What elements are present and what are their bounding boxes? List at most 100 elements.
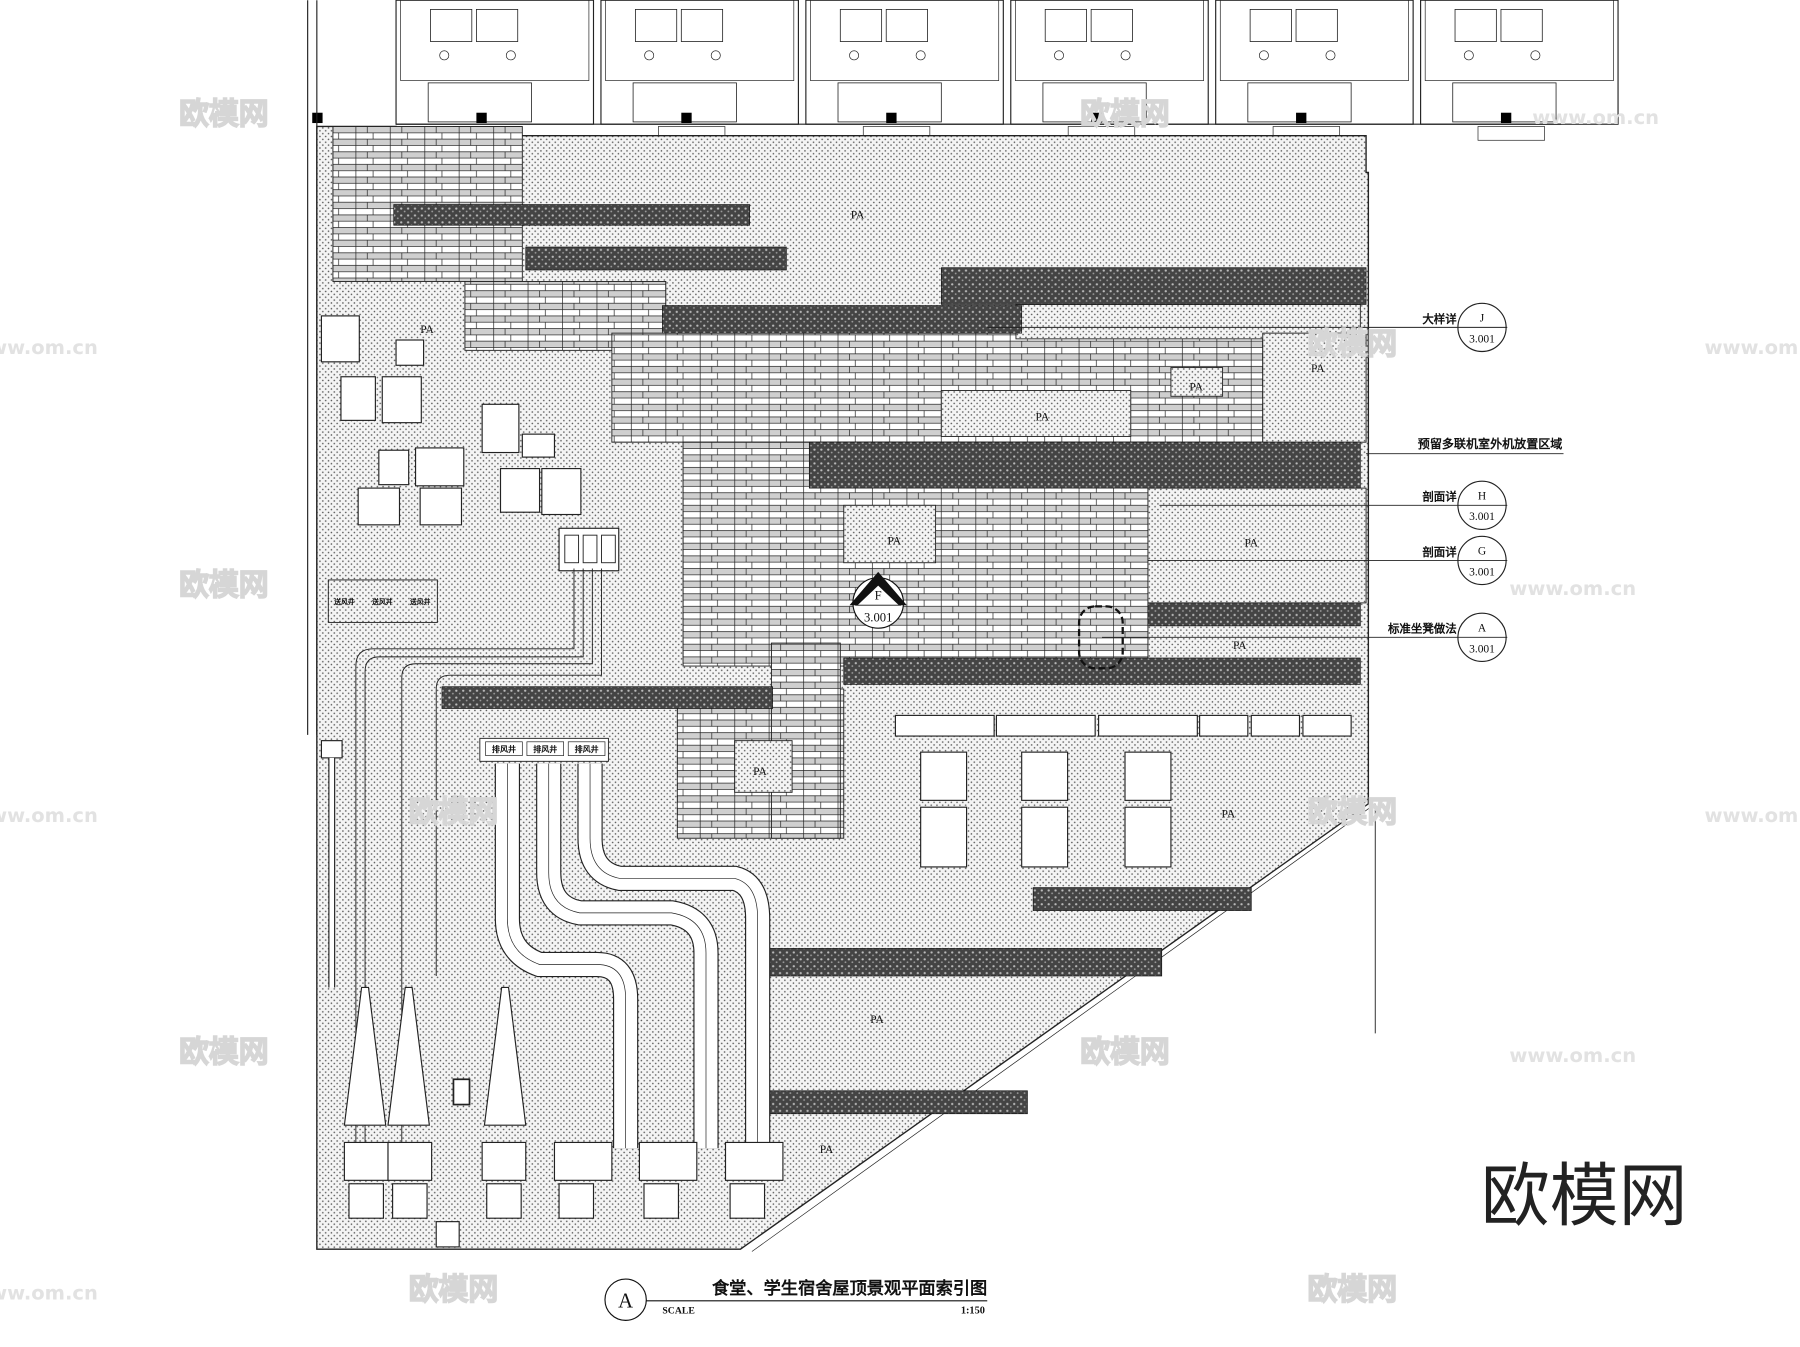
watermark-brand: 欧模网 — [179, 568, 268, 603]
supply-shaft-group — [327, 579, 438, 623]
vrf-note-text: 预留多联机室外机放置区域 — [1418, 436, 1563, 451]
condenser-rack — [1302, 714, 1352, 737]
callout-letter: H — [1478, 491, 1486, 503]
gravel-strip — [940, 267, 1367, 305]
bed-icon — [634, 9, 678, 42]
dorm-unit — [600, 0, 799, 141]
ac-outdoor-unit — [1021, 751, 1069, 801]
gravel-planting-strips — [393, 204, 1367, 1115]
watermark-brand: 欧模网 — [179, 1035, 268, 1070]
duct — [355, 568, 575, 1149]
area-label-pa: PA — [1222, 809, 1236, 821]
bed-icon — [1454, 9, 1497, 42]
pa-paving-pad — [1170, 367, 1224, 397]
column — [1500, 112, 1512, 124]
gravel-strip — [441, 686, 773, 709]
section-marker-f: F 3.001 — [849, 571, 907, 629]
chair-icon — [1258, 50, 1269, 61]
duct — [507, 763, 626, 1149]
hvac-unit — [340, 376, 376, 421]
supply-shaft-label: 送风井 — [371, 597, 393, 606]
gravel-strip — [393, 204, 750, 226]
watermark-url: www.om.cn — [1704, 804, 1800, 827]
dorm-unit — [1215, 0, 1414, 141]
condenser-rack — [1250, 714, 1301, 737]
watermark-url: www.om.cn — [1509, 577, 1636, 600]
area-label-pa: PA — [1189, 382, 1203, 394]
hvac-unit — [521, 433, 556, 458]
tile-paving — [611, 332, 1264, 443]
watermark-brand: 欧模网 — [179, 97, 268, 132]
bed-icon — [839, 9, 883, 42]
fan-icon — [601, 534, 616, 564]
vrf-note: 预留多联机室外机放置区域 — [1366, 436, 1564, 455]
gravel-strip — [808, 441, 1361, 489]
title-index-letter: A — [618, 1291, 633, 1313]
gravel-strip — [525, 246, 787, 271]
motor-unit — [558, 1183, 595, 1219]
scale-value: 1:150 — [961, 1305, 985, 1316]
callout-letter: G — [1478, 546, 1486, 558]
paving-tile-areas — [332, 126, 1367, 839]
bed-icon — [1090, 9, 1133, 42]
chair-icon — [849, 50, 860, 61]
bed-icon — [430, 9, 473, 42]
hvac-unit — [419, 487, 463, 526]
bench-callout-outline — [1077, 605, 1124, 670]
bed-icon — [680, 9, 724, 42]
watermark-url: www.om.cn — [1532, 106, 1659, 129]
hvac-unit — [499, 468, 541, 513]
duct — [401, 568, 593, 1149]
bed-icon — [1295, 9, 1338, 42]
hvac-unit — [320, 315, 360, 363]
drain — [435, 1221, 460, 1248]
gravel-strip — [1032, 887, 1252, 911]
bed-icon — [1500, 9, 1543, 42]
callout-letter: J — [1480, 313, 1485, 325]
motor-unit — [486, 1183, 522, 1219]
exhaust-shaft-label: 排风井 — [492, 744, 516, 754]
area-label-pa: PA — [420, 324, 434, 336]
chair-icon — [1054, 50, 1064, 61]
supply-shaft-label: 送风井 — [409, 597, 431, 606]
section-marker-letter: F — [875, 588, 882, 602]
hvac-unit — [414, 447, 465, 487]
hvac-unit — [381, 376, 422, 424]
fan-icon — [564, 534, 580, 564]
watermark-brand: 欧模网 — [1308, 1273, 1397, 1308]
watermark-url: www.om.cn — [1704, 336, 1800, 359]
vent — [320, 740, 343, 759]
fan-icon — [582, 534, 598, 564]
callout-label: 标准坐凳做法 — [1387, 622, 1457, 636]
watermark-brand: 欧模网 — [409, 1273, 498, 1308]
watermark-brand: 欧模网 — [1308, 795, 1397, 830]
callout-letter: A — [1478, 623, 1487, 635]
condenser-rack — [894, 714, 995, 737]
area-label-pa: PA — [851, 209, 865, 221]
gravel-strip — [843, 657, 1361, 685]
exhaust-hood — [343, 986, 387, 1126]
chair-icon — [1530, 50, 1541, 61]
dorm-unit — [805, 0, 1004, 141]
fan-unit — [553, 1141, 613, 1181]
area-label-pa: PA — [1233, 640, 1247, 652]
ac-outdoor-unit — [1124, 806, 1172, 868]
dorm-unit — [1420, 0, 1619, 141]
pa-paving-pad — [940, 390, 1132, 437]
exhaust-shaft-label: 排风井 — [575, 744, 599, 754]
title-block: A 食堂、学生宿舍屋顶景观平面索引图 SCALE 1:150 — [604, 1278, 987, 1321]
pa-paving-pad — [1262, 332, 1367, 443]
supply-shaft-label: 送风井 — [333, 597, 355, 606]
callout-label: 剖面详 — [1422, 545, 1457, 559]
hvac-unit — [481, 403, 520, 454]
watermark-url: www.om.cn — [0, 804, 98, 827]
watermark-brand: 欧模网 — [1080, 1035, 1169, 1070]
chair-icon — [1325, 50, 1336, 61]
watermark-brand: 欧模网 — [1308, 327, 1397, 362]
chair-icon — [915, 50, 926, 61]
area-label-pa: PA — [1311, 363, 1325, 375]
